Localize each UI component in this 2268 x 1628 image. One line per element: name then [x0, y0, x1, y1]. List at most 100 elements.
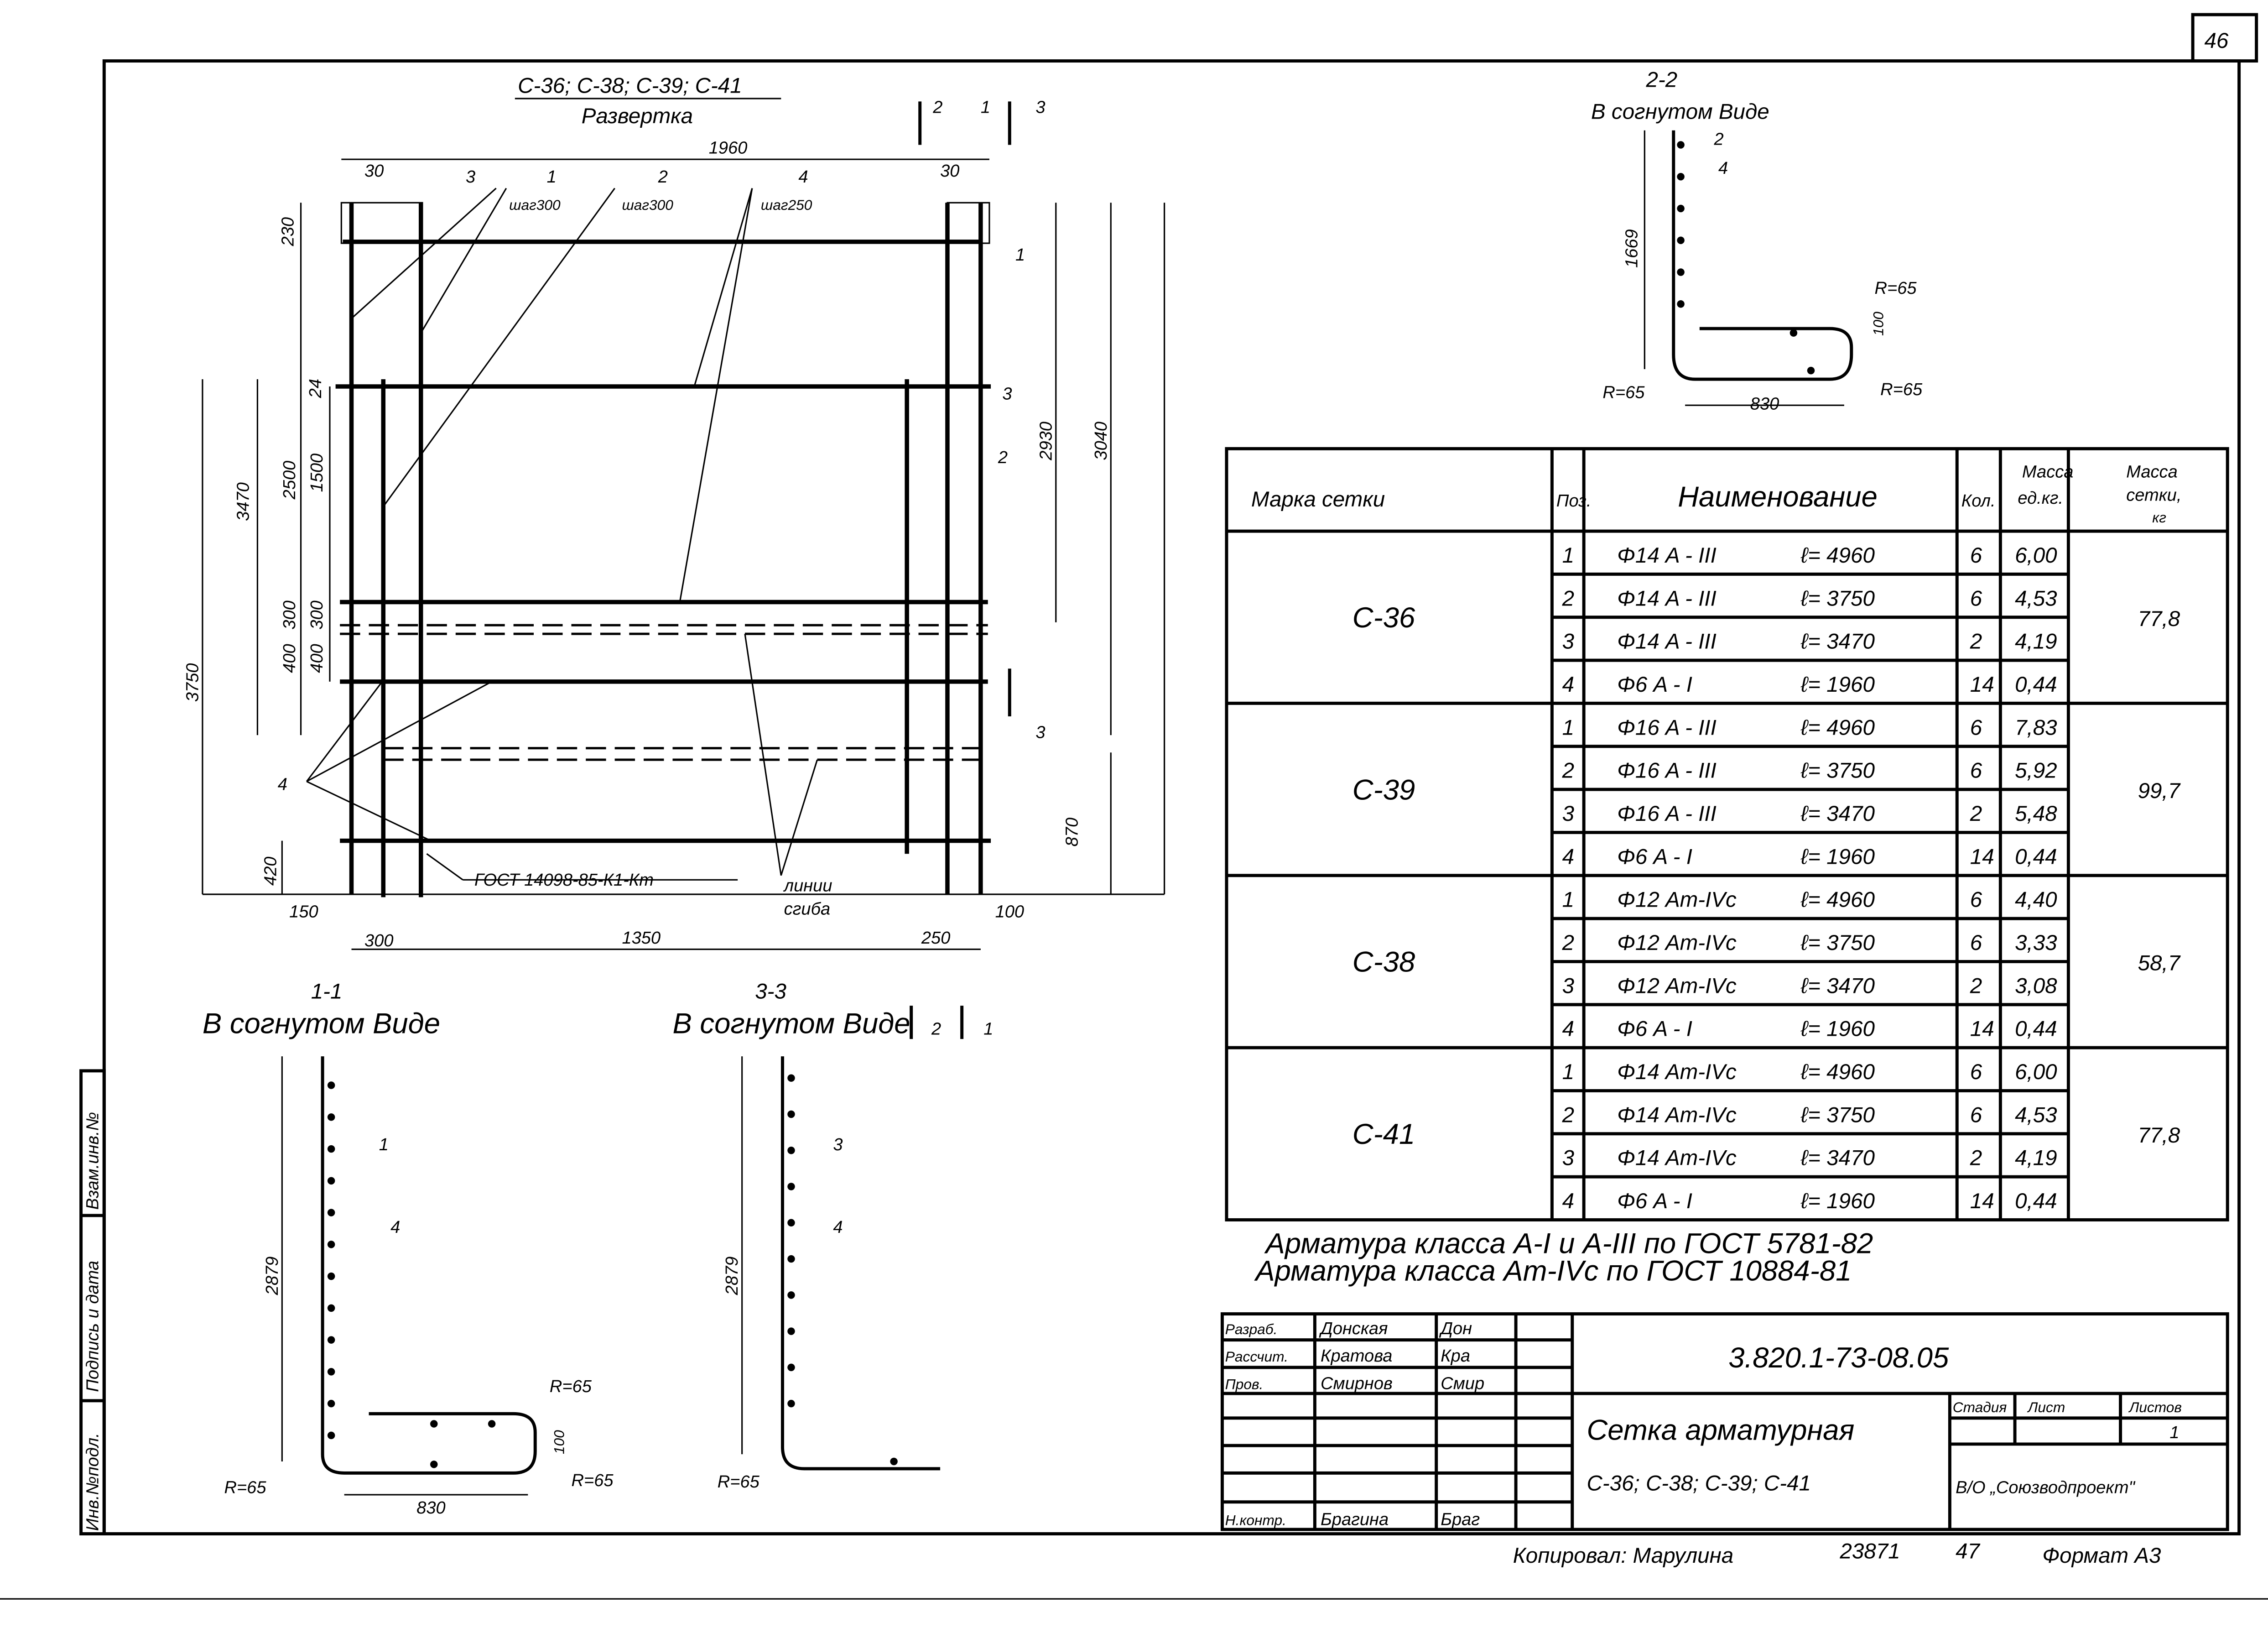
svg-text:4: 4: [833, 1218, 843, 1237]
cell-name: Φ16 A - III: [1617, 715, 1717, 740]
svg-text:Масса: Масса: [2022, 463, 2074, 482]
cell-qty: 14: [1970, 1017, 1994, 1041]
cell-qty: 14: [1970, 1189, 1994, 1213]
svg-text:1: 1: [547, 167, 557, 187]
svg-text:2-2: 2-2: [1646, 68, 1678, 92]
cell-name: Φ14 Aт-IVс: [1617, 1060, 1737, 1084]
svg-text:1: 1: [2169, 1423, 2179, 1442]
cell-length: ℓ= 3470: [1800, 802, 1875, 826]
cell-unit-mass: 5,92: [2015, 759, 2057, 783]
svg-text:230: 230: [279, 217, 298, 246]
cell-unit-mass: 0,44: [2015, 1017, 2057, 1041]
rebar-dot: [787, 1110, 795, 1118]
rebar-dot: [787, 1219, 795, 1227]
rebar-dot: [787, 1183, 795, 1190]
cell-length: ℓ= 3470: [1800, 630, 1875, 654]
rebar-dot: [488, 1420, 496, 1428]
svg-text:150: 150: [289, 903, 318, 922]
svg-text:300: 300: [364, 931, 393, 950]
svg-text:4: 4: [278, 775, 287, 794]
signature: Смир: [1441, 1374, 1484, 1393]
svg-text:сетки,: сетки,: [2126, 485, 2181, 505]
side-stamp: Инв.№подл. Подпись и дата Взам.инв.№: [79, 1069, 106, 1536]
svg-text:2: 2: [1714, 130, 1724, 149]
rebar-dot: [327, 1241, 335, 1248]
svg-text:R=65: R=65: [1602, 383, 1645, 402]
rebar-dot: [1807, 366, 1815, 375]
role: Н.контр.: [1225, 1512, 1286, 1529]
grid-total-mass: 99,7: [2138, 779, 2181, 803]
sheet-number-box: [2191, 13, 2258, 63]
page-47: 47: [1956, 1539, 1980, 1563]
cell-qty: 6: [1970, 1103, 1982, 1127]
svg-text:3: 3: [1035, 723, 1045, 742]
rebar-dot: [327, 1399, 335, 1408]
cell-unit-mass: 4,53: [2015, 1103, 2057, 1127]
cell-pos: 3: [1562, 974, 1575, 998]
rebar-dot: [1677, 172, 1685, 181]
svg-text:шаг300: шаг300: [509, 197, 561, 213]
title-block: 3.820.1-73-08.05 Сетка арматурная С-36; …: [1220, 1312, 2229, 1531]
svg-text:R=65: R=65: [1875, 279, 1917, 298]
cell-unit-mass: 4,19: [2015, 1146, 2057, 1170]
rebar-dot: [1677, 300, 1685, 308]
svg-text:Масса: Масса: [2126, 463, 2178, 482]
svg-text:4: 4: [798, 167, 808, 187]
cell-unit-mass: 6,00: [2015, 543, 2057, 568]
svg-text:Поз.: Поз.: [1556, 491, 1592, 511]
cell-pos: 3: [1562, 802, 1575, 826]
cell-unit-mass: 4,19: [2015, 630, 2057, 654]
svg-text:1: 1: [981, 98, 990, 117]
grid-mark: С-36: [1352, 602, 1415, 634]
rebar-dot: [430, 1420, 438, 1428]
cell-length: ℓ= 3750: [1800, 586, 1875, 610]
svg-text:Наименование: Наименование: [1678, 481, 1878, 513]
cell-unit-mass: 0,44: [2015, 845, 2057, 869]
svg-text:R=65: R=65: [572, 1471, 614, 1490]
cell-pos: 3: [1562, 1146, 1575, 1170]
cell-length: ℓ= 3750: [1800, 759, 1875, 783]
cell-name: Φ14 A - III: [1617, 630, 1717, 654]
cell-qty: 6: [1970, 759, 1982, 783]
cell-qty: 2: [1970, 802, 1982, 826]
note-1: Арматура класса А-I и А-III по ГОСТ 5781…: [1264, 1227, 1873, 1259]
svg-text:3: 3: [833, 1135, 843, 1154]
rebar-dot: [890, 1457, 898, 1466]
svg-text:2500: 2500: [280, 461, 299, 500]
svg-text:R=65: R=65: [550, 1377, 592, 1396]
rebar-dot: [327, 1209, 335, 1216]
rebar-dot: [787, 1399, 795, 1408]
svg-text:4: 4: [1718, 159, 1728, 178]
cell-qty: 14: [1970, 845, 1994, 869]
svg-text:R=65: R=65: [224, 1478, 266, 1498]
cell-qty: 6: [1970, 931, 1982, 955]
rebar-dot: [327, 1304, 335, 1312]
svg-text:3470: 3470: [234, 482, 253, 521]
cell-qty: 6: [1970, 888, 1982, 912]
svg-text:сгиба: сгиба: [784, 899, 831, 918]
document-code: 3.820.1-73-08.05: [1728, 1342, 1949, 1374]
person-name: Донская: [1319, 1319, 1388, 1338]
cell-name: Φ14 A - III: [1617, 543, 1717, 568]
svg-text:В согнутом Виде: В согнутом Виде: [1591, 99, 1769, 124]
svg-text:R=65: R=65: [718, 1472, 760, 1492]
grid-mark: С-39: [1352, 774, 1415, 806]
development-view: С-36; С-38; С-39; С-41 Развертка 1960 30…: [183, 73, 1165, 950]
rebar-dot: [327, 1336, 335, 1344]
svg-text:1500: 1500: [307, 454, 327, 492]
svg-text:100: 100: [551, 1430, 567, 1454]
cell-length: ℓ= 3750: [1800, 931, 1875, 955]
svg-text:4: 4: [390, 1218, 400, 1237]
role: Разраб.: [1225, 1321, 1278, 1337]
organization: В/О „Союзводпроект": [1956, 1478, 2135, 1498]
cell-name: Φ12 Aт-IVс: [1617, 974, 1737, 998]
cell-pos: 4: [1562, 1189, 1574, 1213]
cell-unit-mass: 3,08: [2015, 974, 2057, 998]
